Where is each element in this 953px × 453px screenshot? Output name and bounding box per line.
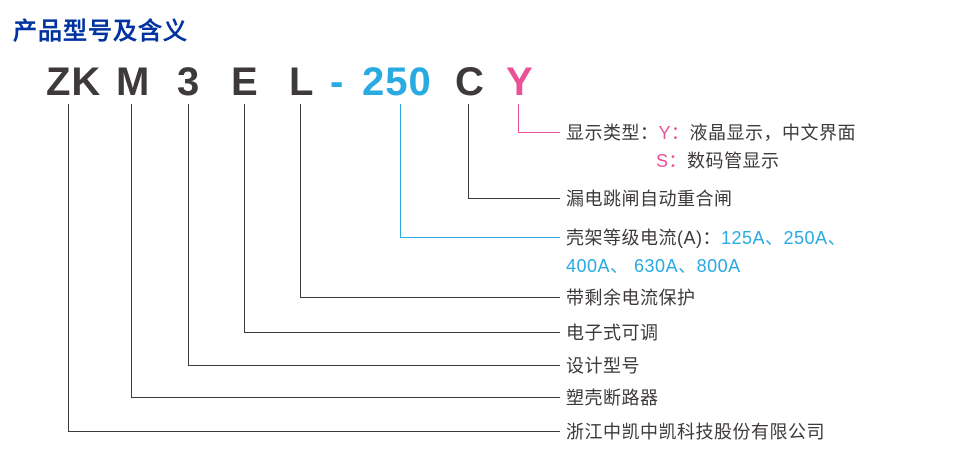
connector-c (468, 104, 560, 199)
mccb-text: 塑壳断路器 (566, 388, 659, 408)
connector-l (300, 104, 560, 298)
display-type-option-y-key: Y： (658, 123, 690, 143)
electronic-adjustable-text: 电子式可调 (566, 323, 659, 343)
code-segment-y: Y (506, 60, 534, 104)
auto-reclose-text: 漏电跳闸自动重合闸 (566, 189, 733, 209)
connector-3 (188, 104, 560, 366)
company-text: 浙江中凯中凯科技股份有限公司 (566, 422, 825, 442)
residual-protection-text: 带剩余电流保护 (566, 288, 696, 308)
display-type-option-s-key: S： (656, 151, 688, 171)
explanation-auto-reclose: 漏电跳闸自动重合闸 (566, 187, 733, 211)
explanation-display-type: 显示类型：Y：液晶显示，中文界面 (566, 121, 856, 145)
display-type-label: 显示类型： (566, 123, 659, 143)
explanation-design-code: 设计型号 (566, 354, 640, 378)
connector-m (131, 104, 560, 398)
design-code-text: 设计型号 (566, 356, 640, 376)
connector-e (244, 104, 560, 333)
connector-y (518, 104, 560, 133)
code-segment-zk: ZK (46, 60, 102, 104)
explanation-frame-current: 壳架等级电流(A)：125A、250A、 (566, 226, 846, 250)
explanation-residual-protection: 带剩余电流保护 (566, 286, 696, 310)
explanation-mccb: 塑壳断路器 (566, 386, 659, 410)
code-segment-e: E (231, 60, 259, 104)
connector-250 (400, 104, 560, 238)
connector-zk (68, 104, 560, 432)
display-type-option-s-text: 数码管显示 (687, 151, 780, 171)
display-type-option-y-text: 液晶显示，中文界面 (689, 123, 857, 143)
frame-current-label: 壳架等级电流(A)： (566, 228, 721, 248)
code-segment-3: 3 (177, 60, 201, 104)
page-title: 产品型号及含义 (13, 18, 188, 45)
code-segment-m: M (116, 60, 151, 104)
explanation-company: 浙江中凯中凯科技股份有限公司 (566, 420, 825, 444)
frame-current-values-line2: 400A、 630A、800A (566, 256, 741, 276)
explanation-frame-current-line2: 400A、 630A、800A (566, 254, 741, 278)
frame-current-values-line1: 125A、250A、 (721, 228, 847, 248)
code-segment-l: L (289, 60, 315, 104)
explanation-electronic-adjustable: 电子式可调 (566, 321, 659, 345)
explanation-display-type-s: S：数码管显示 (656, 149, 780, 173)
code-segment-250: 250 (362, 60, 432, 104)
code-segment-c: C (455, 60, 485, 104)
code-segment-dash: - (330, 60, 345, 104)
